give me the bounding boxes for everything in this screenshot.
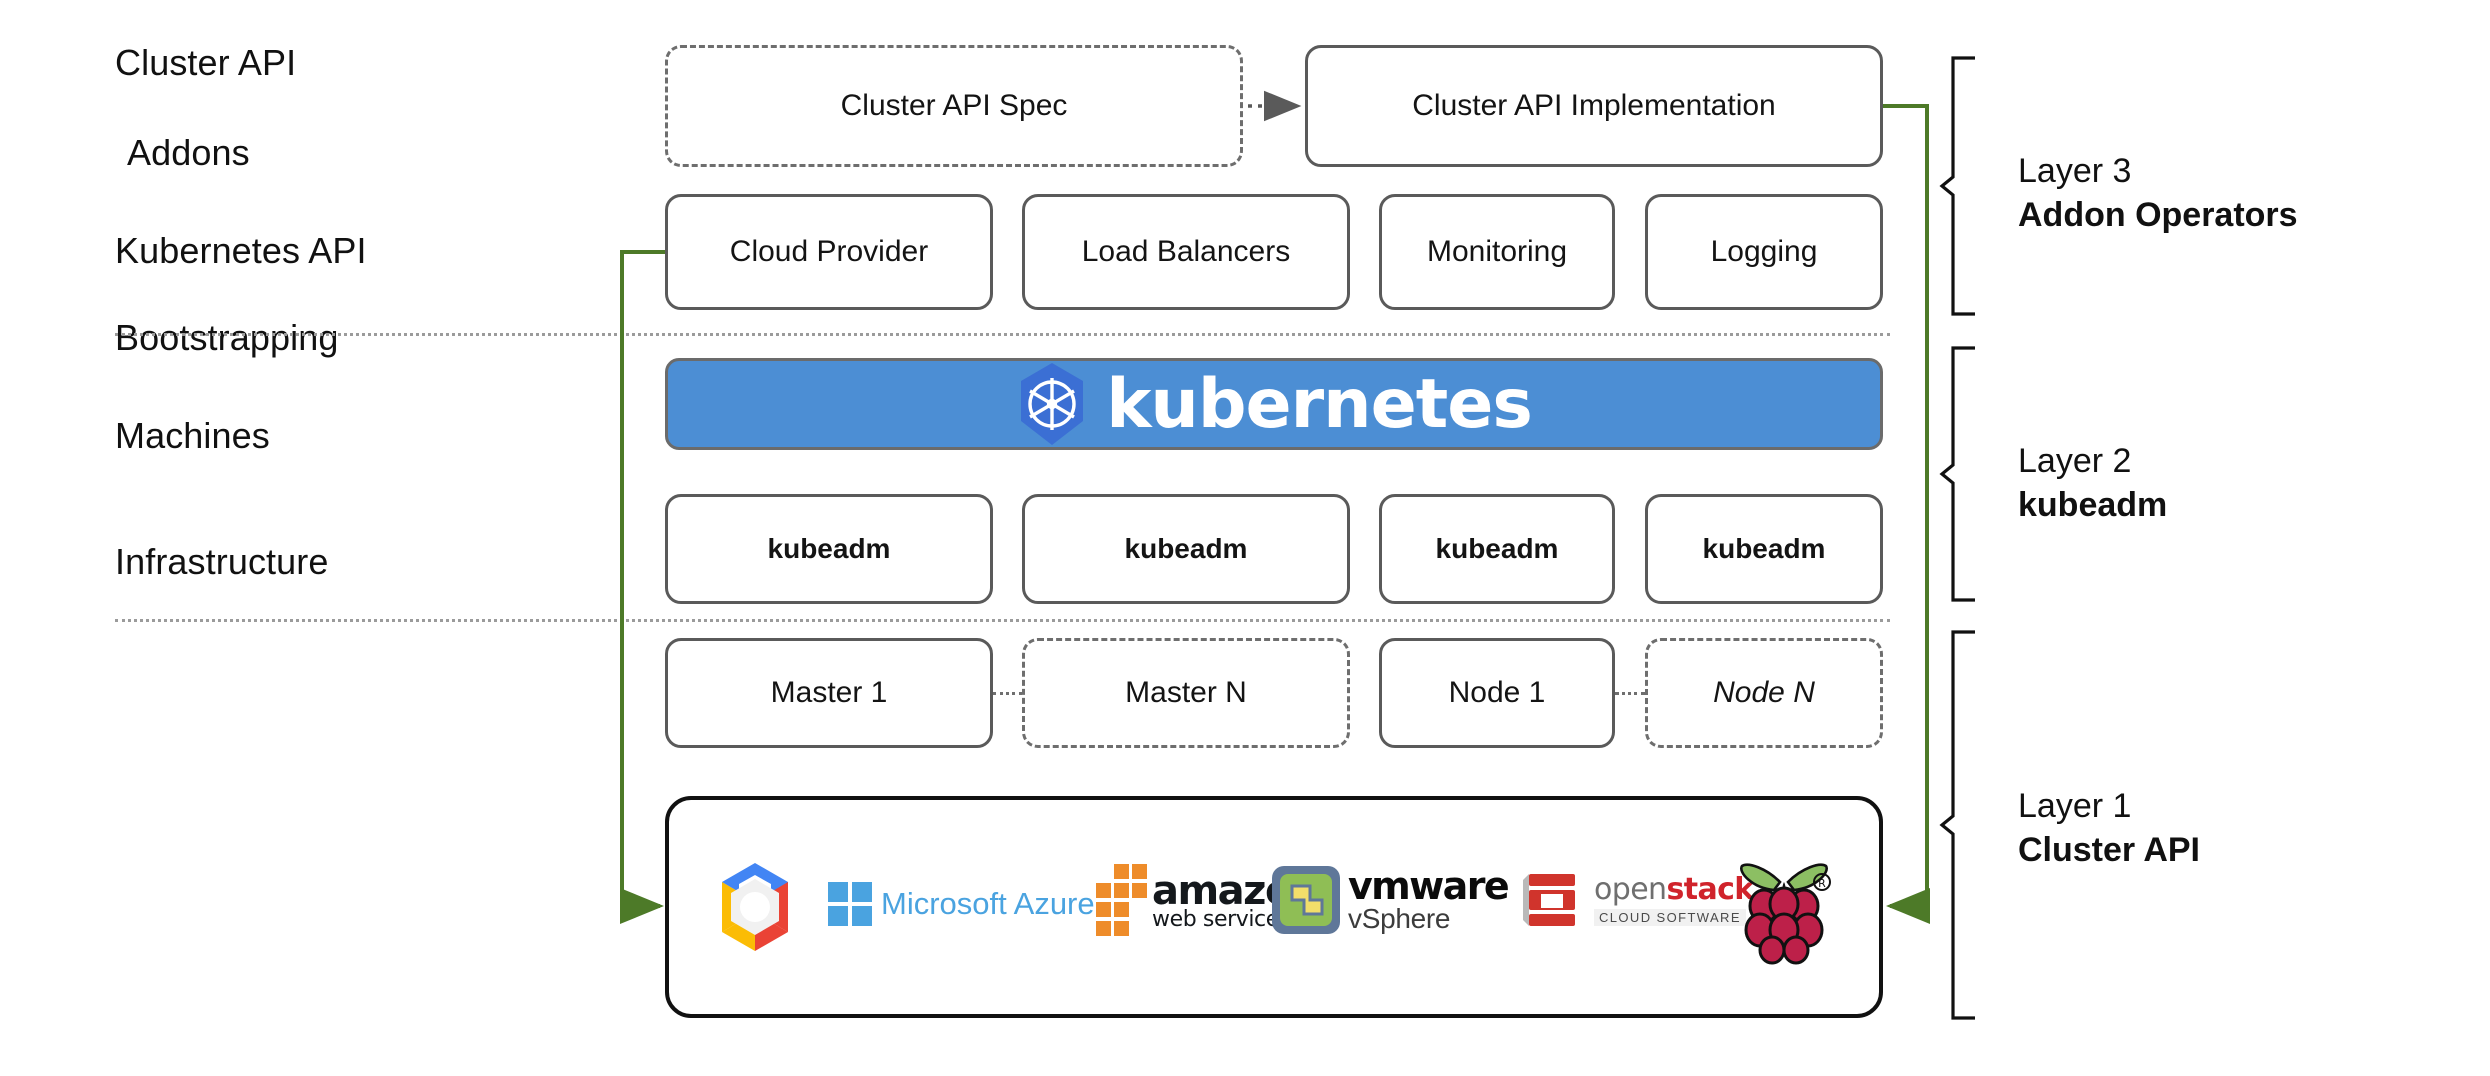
row-label-cluster-api: Cluster API [115,42,297,83]
cloud-provider-to-infrastructure-connector [620,250,665,924]
layer-1-title: Layer 1 [2018,787,2132,825]
microsoft-squares-icon [828,882,872,926]
layer-2-caption: Layer 2 kubeadm [2018,440,2167,527]
connector-node1-noden [1615,692,1645,695]
microsoft-azure-logo: Microsoft Azure [828,882,1095,926]
addon-box-monitoring[interactable]: Monitoring [1379,194,1615,310]
cluster-api-spec-label: Cluster API Spec [840,89,1068,122]
vmware-label: vmware [1348,864,1510,908]
row-label-bootstrapping: Bootstrapping [115,317,339,358]
openstack-logo: openstack™ CLOUD SOFTWARE [1523,868,1767,932]
implementation-to-infrastructure-connector [1883,104,1930,924]
layer-1-bracket [1939,630,1975,1020]
svg-text:R: R [1818,877,1826,890]
machine-box-master-n[interactable]: Master N [1022,638,1350,748]
addon-box-cloud-provider[interactable]: Cloud Provider [665,194,993,310]
bootstrap-box-2[interactable]: kubeadm [1022,494,1350,604]
row-label-machines: Machines [115,415,270,456]
vsphere-tile-icon [1272,866,1340,934]
addon-label-cloud-provider: Cloud Provider [729,235,929,268]
amazon-web-services-logo: amazon web services [1088,862,1319,940]
layer-3-subtitle: Addon Operators [2018,195,2298,234]
row-label-addons: Addons [127,132,250,173]
google-cloud-platform-logo [700,852,810,962]
openstack-stack-label: stack [1666,871,1754,907]
layer-1-subtitle: Cluster API [2018,830,2201,869]
cluster-api-implementation-box[interactable]: Cluster API Implementation [1305,45,1883,167]
layer-3-caption: Layer 3 Addon Operators [2018,150,2298,237]
openstack-tagline: CLOUD SOFTWARE [1594,908,1746,926]
kubernetes-helm-icon [1021,363,1084,445]
machine-box-master-1[interactable]: Master 1 [665,638,993,748]
row-label-kubernetes-api: Kubernetes API [115,230,367,271]
machine-label-master-1: Master 1 [770,676,888,709]
separator-layer3-layer2 [115,333,1890,336]
bootstrap-label-2: kubeadm [1124,533,1248,564]
bootstrap-box-4[interactable]: kubeadm [1645,494,1883,604]
row-label-infrastructure: Infrastructure [115,541,329,582]
layer-1-caption: Layer 1 Cluster API [2018,785,2200,872]
addon-box-load-balancers[interactable]: Load Balancers [1022,194,1350,310]
machine-label-node-1: Node 1 [1448,676,1546,709]
separator-layer2-layer1 [115,619,1890,622]
kubernetes-wordmark: kubernetes [1106,364,1533,444]
layer-2-bracket [1939,346,1975,602]
kubernetes-banner: kubernetes [665,358,1883,450]
layer-3-bracket [1939,56,1975,316]
addon-label-monitoring: Monitoring [1426,235,1568,268]
addon-label-logging: Logging [1710,235,1818,268]
raspberry-pi-logo: R [1730,848,1838,966]
machine-box-node-n[interactable]: Node N [1645,638,1883,748]
machine-box-node-1[interactable]: Node 1 [1379,638,1615,748]
bootstrap-label-1: kubeadm [767,533,891,564]
bootstrap-label-3: kubeadm [1435,533,1559,564]
bootstrap-box-1[interactable]: kubeadm [665,494,993,604]
addon-label-load-balancers: Load Balancers [1081,235,1291,268]
aws-boxes-icon [1096,864,1147,936]
raspberry-icon: R [1740,863,1831,965]
aws-webservices-label: web services [1152,906,1290,932]
addon-box-logging[interactable]: Logging [1645,194,1883,310]
cluster-api-spec-box[interactable]: Cluster API Spec [665,45,1243,167]
machine-label-node-n: Node N [1713,676,1815,709]
bootstrap-box-3[interactable]: kubeadm [1379,494,1615,604]
cluster-api-implementation-label: Cluster API Implementation [1412,89,1776,122]
vmware-vsphere-logo: vmware vSphere [1272,864,1510,934]
layer-2-subtitle: kubeadm [2018,485,2168,524]
openstack-mark-icon [1523,874,1575,926]
openstack-open-label: open [1594,871,1667,907]
layer-3-title: Layer 3 [2018,152,2132,190]
machine-label-master-n: Master N [1125,676,1247,709]
microsoft-azure-label: Microsoft Azure [881,886,1095,921]
bootstrap-label-4: kubeadm [1702,533,1826,564]
layer-2-title: Layer 2 [2018,442,2132,480]
connector-master1-mastern [993,692,1022,695]
vsphere-label: vSphere [1348,903,1451,934]
